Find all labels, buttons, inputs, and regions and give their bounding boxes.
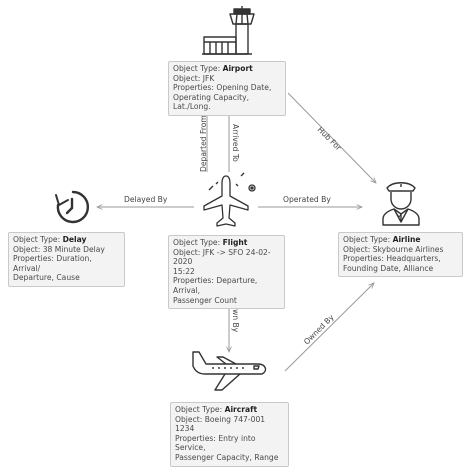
aircraft-type: Object Type: Aircraft bbox=[175, 405, 258, 414]
clock-arrow-icon bbox=[55, 190, 90, 224]
delay-properties: Properties: Duration, Arrival/ Departure… bbox=[13, 254, 92, 283]
airline-type: Object Type: Airline bbox=[343, 235, 421, 244]
aircraft-node: Object Type: Aircraft Object: Boeing 747… bbox=[170, 402, 289, 467]
edge-label-arrived-to: Arrived To bbox=[231, 124, 240, 162]
airport-properties: Properties: Opening Date, Operating Capa… bbox=[173, 83, 272, 112]
flight-object: Object: JFK -> SFO 24-02-2020 15:22 bbox=[173, 247, 271, 276]
airport-type: Object Type: Airport bbox=[173, 64, 253, 73]
airline-object: Object: Skybourne Airlines bbox=[343, 244, 444, 254]
edge-owned-by-line bbox=[284, 283, 374, 372]
edge-hub-for-line bbox=[287, 92, 376, 183]
airplane-side-icon bbox=[192, 351, 267, 391]
airplane-top-icon bbox=[203, 172, 256, 227]
delay-type: Object Type: Delay bbox=[13, 235, 87, 244]
aircraft-object: Object: Boeing 747-001 1234 bbox=[175, 414, 268, 434]
flight-properties: Properties: Departure, Arrival, Passenge… bbox=[173, 276, 258, 305]
airport-object: Object: JFK bbox=[173, 73, 215, 83]
edge-label-operated-by: Operated By bbox=[283, 195, 331, 204]
flight-node: Object Type: Flight Object: JFK -> SFO 2… bbox=[168, 235, 285, 310]
edge-label-departed-from: Departed From bbox=[199, 115, 208, 172]
airline-properties: Properties: Headquarters, Founding Date,… bbox=[343, 254, 441, 273]
airline-node: Object Type: Airline Object: Skybourne A… bbox=[338, 232, 463, 278]
pilot-icon bbox=[382, 182, 420, 226]
delay-node: Object Type: Delay Object: 38 Minute Del… bbox=[8, 232, 125, 287]
aircraft-properties: Properties: Entry into Service, Passenge… bbox=[175, 433, 279, 462]
edge-label-delayed-by: Delayed By bbox=[124, 195, 168, 204]
airport-node: Object Type: Airport Object: JFK Propert… bbox=[168, 61, 286, 116]
control-tower-icon bbox=[202, 6, 255, 55]
flight-type: Object Type: Flight bbox=[173, 238, 248, 247]
delay-object: Object: 38 Minute Delay bbox=[13, 244, 105, 254]
